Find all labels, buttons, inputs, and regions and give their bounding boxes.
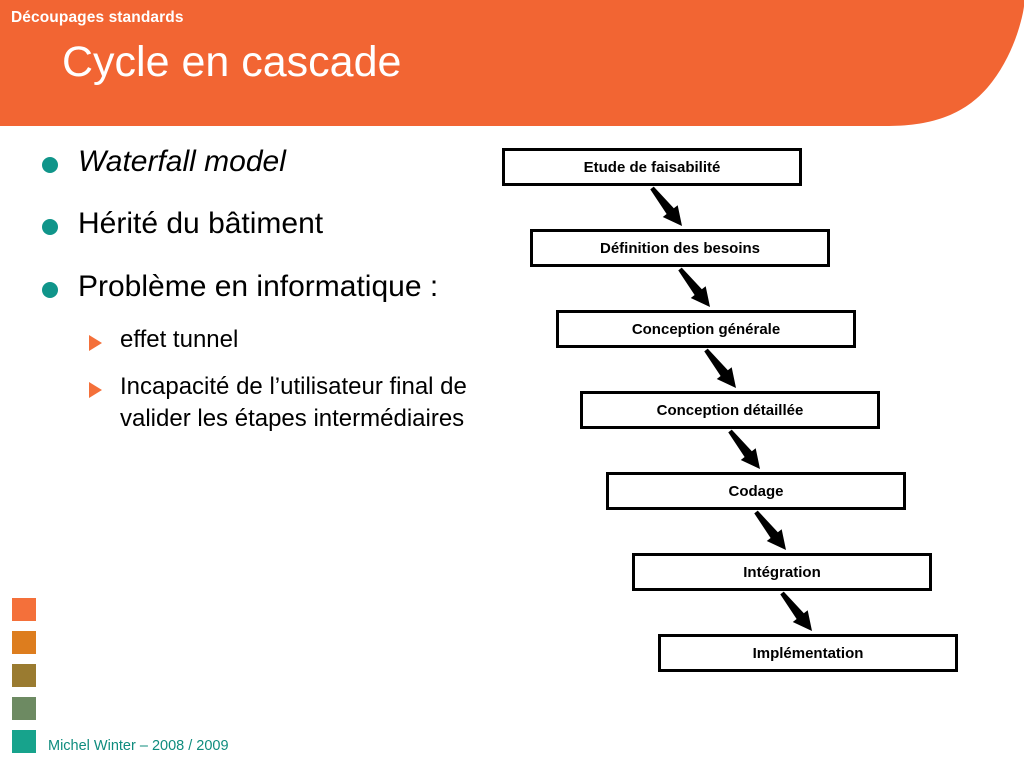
list-item: effet tunnel — [89, 324, 572, 356]
bullet-dot-icon — [42, 157, 58, 173]
list-item: Waterfall model — [42, 143, 572, 181]
flow-arrow-icon — [780, 591, 812, 631]
swatch-orange-dark — [12, 631, 36, 654]
flow-arrow-icon — [728, 429, 760, 469]
bullet-dot-icon — [42, 219, 58, 236]
flow-step-box: Conception générale — [556, 310, 856, 348]
flow-arrow-icon — [678, 267, 710, 307]
list-item: Hérité du bâtiment — [42, 205, 572, 243]
flow-arrow-icon — [650, 186, 682, 226]
flow-step-label: Conception générale — [631, 320, 781, 338]
page-title: Cycle en cascade — [62, 38, 402, 86]
flow-arrow-icon — [704, 348, 736, 388]
flow-step-box: Définition des besoins — [530, 229, 830, 267]
flow-step-box: Codage — [606, 472, 906, 510]
sub-bullet-label: Incapacité de l’utilisateur final de val… — [120, 372, 467, 432]
flow-arrow-icon — [754, 510, 786, 550]
flow-step-label: Définition des besoins — [599, 239, 761, 257]
flow-step-label: Implémentation — [752, 644, 864, 662]
swatch-orange-light — [12, 598, 36, 621]
header-kicker: Découpages standards — [11, 9, 184, 26]
list-item: Problème en informatique : — [42, 268, 572, 306]
bullet-label: Hérité du bâtiment — [78, 207, 324, 241]
triangle-bullet-icon — [89, 381, 102, 398]
bullet-label: Problème en informatique : — [78, 269, 439, 303]
flow-step-label: Codage — [728, 482, 784, 500]
flow-step-label: Conception détaillée — [656, 401, 804, 419]
flow-step-label: Etude de faisabilité — [583, 158, 721, 176]
swatch-teal — [12, 730, 36, 753]
flow-step-box: Intégration — [632, 553, 932, 591]
flow-step-box: Conception détaillée — [580, 391, 880, 429]
bullet-dot-icon — [42, 281, 58, 298]
swatch-olive — [12, 664, 36, 687]
footer-swatch-strip — [12, 598, 36, 763]
flow-step-label: Intégration — [743, 563, 821, 581]
flow-step-box: Etude de faisabilité — [502, 148, 802, 186]
list-item: Incapacité de l’utilisateur final de val… — [89, 371, 572, 436]
bullet-label: Waterfall model — [78, 145, 286, 178]
swatch-sage — [12, 697, 36, 720]
bullet-list: Waterfall model Hérité du bâtiment Probl… — [42, 143, 572, 449]
sub-bullet-label: effet tunnel — [120, 326, 239, 354]
footer-credit: Michel Winter – 2008 / 2009 — [48, 738, 229, 754]
triangle-bullet-icon — [89, 335, 102, 352]
flow-step-box: Implémentation — [658, 634, 958, 672]
